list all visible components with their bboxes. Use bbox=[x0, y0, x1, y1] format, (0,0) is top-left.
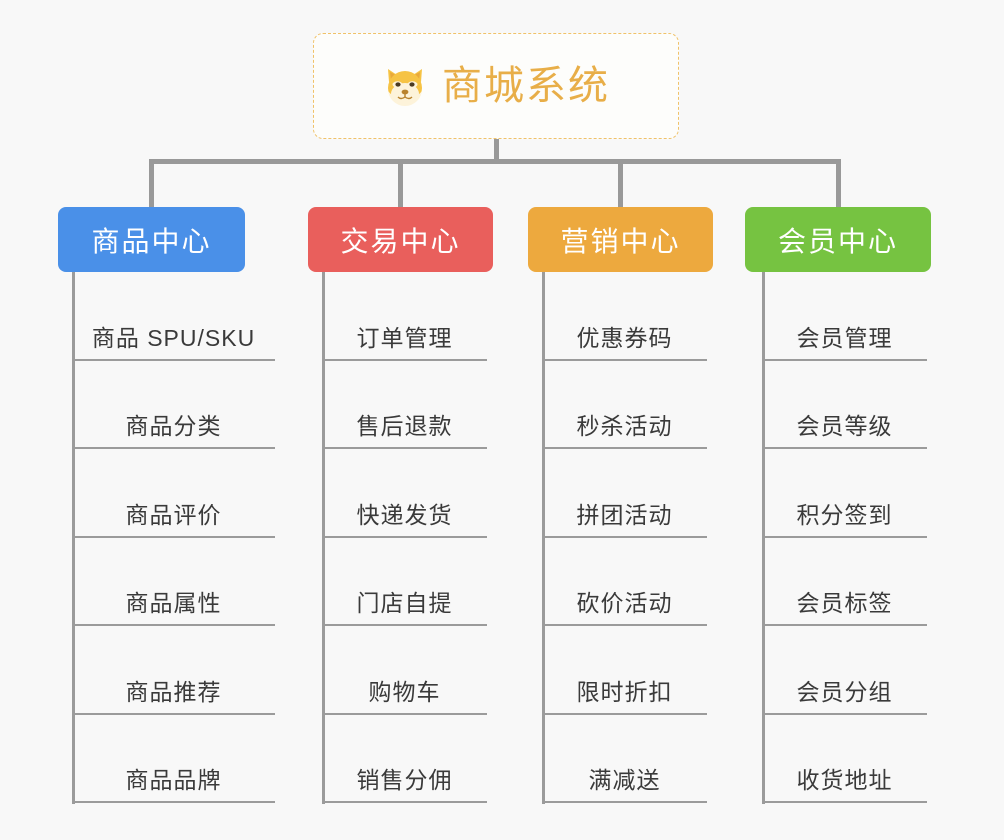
leaf-item-label: 快递发货 bbox=[356, 501, 453, 528]
category-header-label: 营销中心 bbox=[560, 225, 681, 257]
branch-trunk-member-center bbox=[762, 272, 765, 804]
leaf-item[interactable]: 满减送 bbox=[542, 715, 707, 803]
leaf-item-label: 会员分组 bbox=[796, 678, 893, 705]
leaf-item[interactable]: 会员分组 bbox=[762, 626, 927, 715]
category-header-marketing-center[interactable]: 营销中心 bbox=[528, 207, 713, 272]
leaf-item[interactable]: 商品属性 bbox=[72, 538, 275, 626]
leaf-item-label: 满减送 bbox=[588, 767, 661, 793]
leaf-item-label: 售后退款 bbox=[356, 413, 453, 439]
leaf-list-trade-center: 订单管理售后退款快递发货门店自提购物车销售分佣 bbox=[322, 272, 487, 804]
connector-drop-3 bbox=[618, 159, 623, 209]
leaf-item[interactable]: 购物车 bbox=[322, 626, 487, 715]
connector-horizontal-bar bbox=[149, 159, 841, 164]
connector-root-stub bbox=[494, 139, 499, 161]
leaf-item-label: 秒杀活动 bbox=[576, 413, 673, 439]
leaf-item[interactable]: 会员管理 bbox=[762, 272, 927, 361]
leaf-item[interactable]: 快递发货 bbox=[322, 449, 487, 538]
category-header-member-center[interactable]: 会员中心 bbox=[745, 207, 931, 272]
leaf-item[interactable]: 拼团活动 bbox=[542, 449, 707, 538]
leaf-item[interactable]: 会员标签 bbox=[762, 538, 927, 626]
leaf-item[interactable]: 收货地址 bbox=[762, 715, 927, 803]
leaf-item-label: 商品品牌 bbox=[125, 767, 222, 793]
leaf-item-label: 订单管理 bbox=[356, 324, 453, 351]
leaf-item-label: 优惠券码 bbox=[576, 324, 673, 351]
branch-trunk-marketing-center bbox=[542, 272, 545, 804]
leaf-item-label: 积分签到 bbox=[796, 501, 893, 528]
category-header-product-center[interactable]: 商品中心 bbox=[58, 207, 245, 272]
branch-trunk-trade-center bbox=[322, 272, 325, 804]
category-header-trade-center[interactable]: 交易中心 bbox=[308, 207, 493, 272]
leaf-item[interactable]: 销售分佣 bbox=[322, 715, 487, 803]
leaf-item-label: 收货地址 bbox=[796, 767, 893, 793]
connector-drop-2 bbox=[398, 159, 403, 209]
leaf-list-product-center: 商品 SPU/SKU 商品分类商品评价商品属性商品推荐商品品牌 bbox=[72, 272, 275, 804]
leaf-item-label: 会员等级 bbox=[796, 413, 893, 439]
category-header-label: 商品中心 bbox=[91, 225, 212, 257]
leaf-item[interactable]: 商品品牌 bbox=[72, 715, 275, 803]
leaf-item-label: 商品属性 bbox=[125, 590, 222, 616]
leaf-item-label: 商品 SPU/SKU bbox=[91, 324, 256, 351]
leaf-item-label: 购物车 bbox=[368, 678, 441, 705]
category-header-label: 交易中心 bbox=[340, 225, 461, 257]
root-node-mall-system[interactable]: 商城系统 bbox=[313, 33, 679, 139]
leaf-item-label: 门店自提 bbox=[356, 590, 453, 616]
leaf-item[interactable]: 商品推荐 bbox=[72, 626, 275, 715]
category-header-label: 会员中心 bbox=[777, 225, 898, 257]
leaf-item-label: 会员标签 bbox=[796, 590, 893, 616]
leaf-item[interactable]: 积分签到 bbox=[762, 449, 927, 538]
leaf-item-label: 商品推荐 bbox=[125, 678, 222, 705]
leaf-item[interactable]: 秒杀活动 bbox=[542, 361, 707, 449]
leaf-item[interactable]: 砍价活动 bbox=[542, 538, 707, 626]
leaf-item[interactable]: 商品分类 bbox=[72, 361, 275, 449]
leaf-item-label: 砍价活动 bbox=[576, 590, 673, 616]
leaf-item[interactable]: 售后退款 bbox=[322, 361, 487, 449]
leaf-item-label: 会员管理 bbox=[796, 324, 893, 351]
leaf-item-label: 商品评价 bbox=[125, 501, 222, 528]
shiba-dog-face-icon bbox=[382, 63, 428, 109]
leaf-list-marketing-center: 优惠券码秒杀活动拼团活动砍价活动限时折扣满减送 bbox=[542, 272, 707, 804]
branch-trunk-product-center bbox=[72, 272, 75, 804]
root-title: 商城系统 bbox=[442, 64, 610, 108]
leaf-item[interactable]: 优惠券码 bbox=[542, 272, 707, 361]
leaf-item[interactable]: 门店自提 bbox=[322, 538, 487, 626]
connector-drop-4 bbox=[836, 159, 841, 209]
leaf-item[interactable]: 商品评价 bbox=[72, 449, 275, 538]
leaf-item-label: 限时折扣 bbox=[576, 678, 673, 705]
leaf-item-label: 拼团活动 bbox=[576, 501, 673, 528]
leaf-item-label: 销售分佣 bbox=[356, 767, 453, 793]
leaf-item-label: 商品分类 bbox=[125, 413, 222, 439]
leaf-item[interactable]: 会员等级 bbox=[762, 361, 927, 449]
leaf-item[interactable]: 商品 SPU/SKU bbox=[72, 272, 275, 361]
connector-drop-1 bbox=[149, 159, 154, 209]
leaf-item[interactable]: 限时折扣 bbox=[542, 626, 707, 715]
leaf-list-member-center: 会员管理会员等级积分签到会员标签会员分组收货地址 bbox=[762, 272, 927, 804]
leaf-item[interactable]: 订单管理 bbox=[322, 272, 487, 361]
